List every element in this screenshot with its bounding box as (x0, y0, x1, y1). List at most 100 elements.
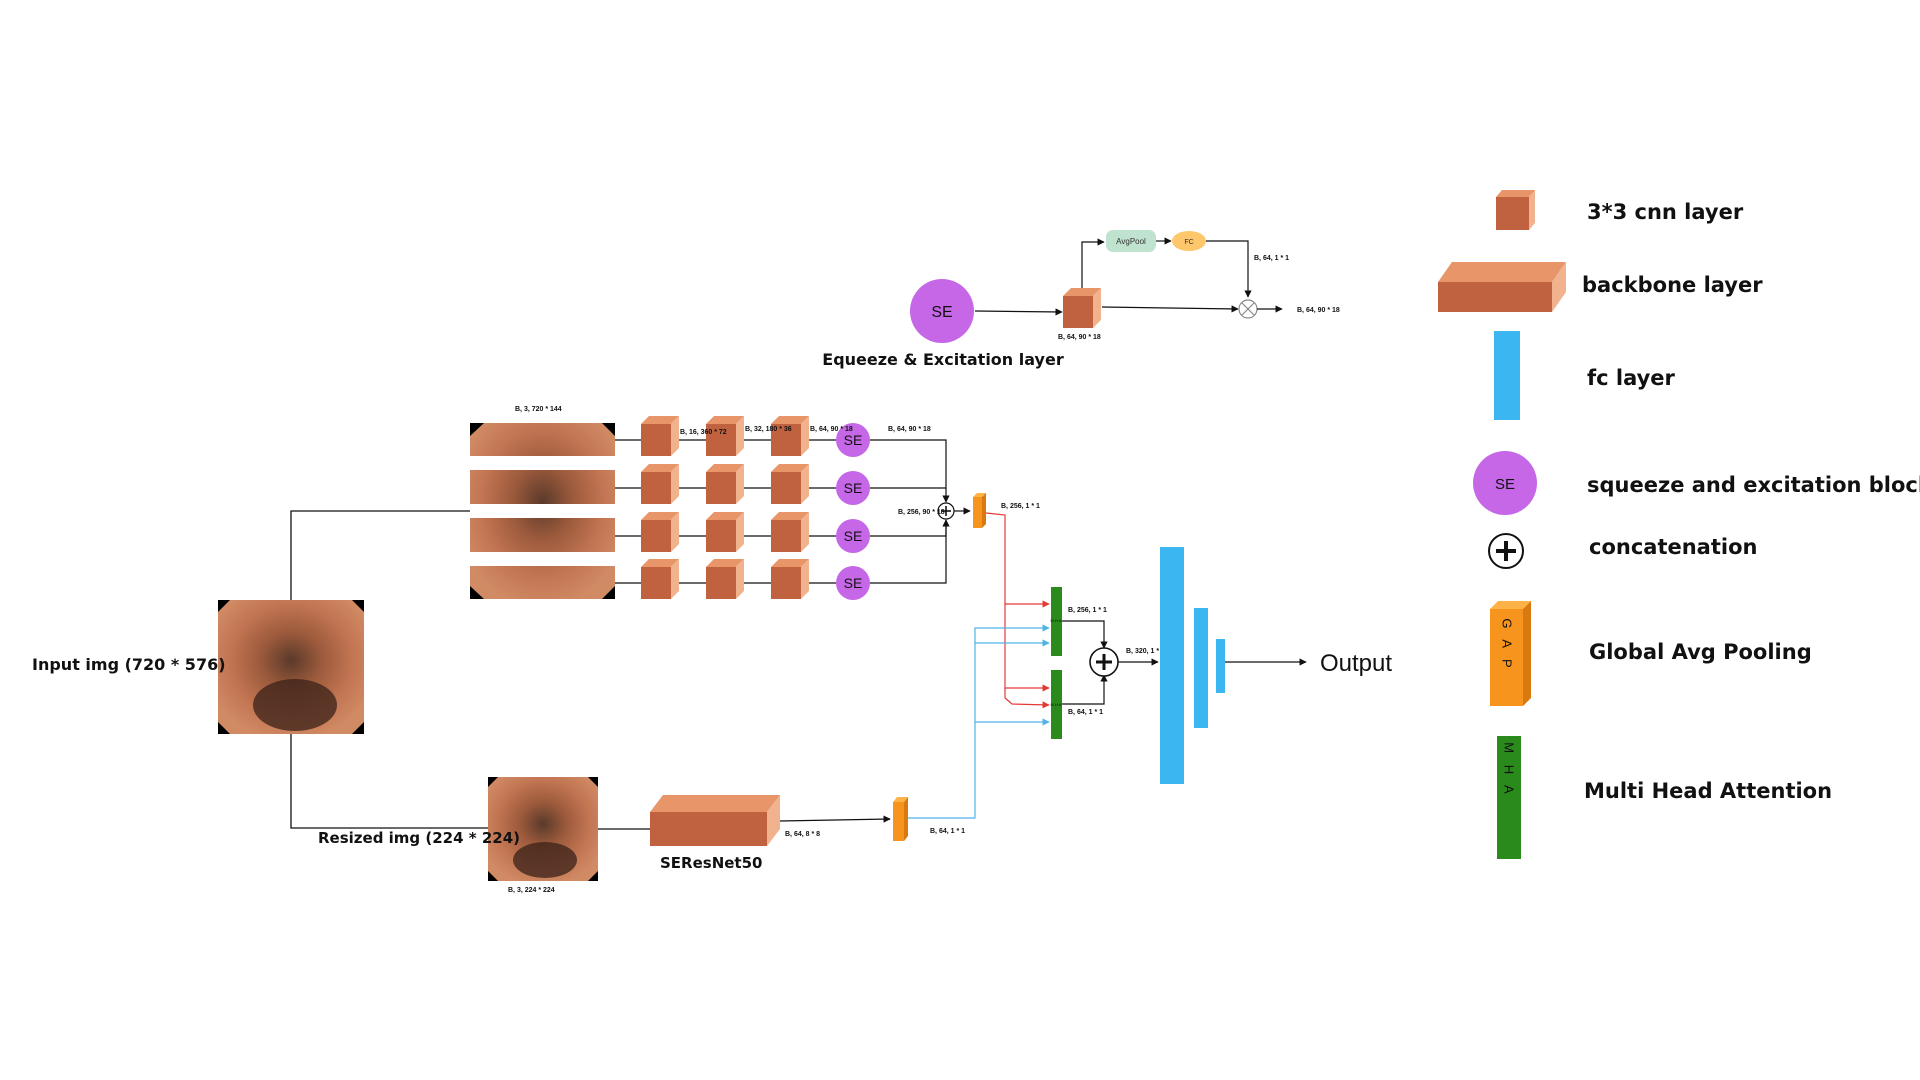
cnn-cube (771, 416, 809, 456)
avgpool-box (1106, 230, 1156, 252)
legend-cnn-icon (1496, 190, 1535, 230)
mha-block-2 (1051, 670, 1062, 739)
strip-shape: B, 3, 720 * 144 (515, 406, 562, 413)
legend-se-icon-label: SE (1495, 476, 1515, 493)
legend-gap-icon (1490, 601, 1531, 706)
legend-fc-icon (1494, 331, 1520, 420)
se-detail-arrow-1 (974, 308, 1063, 316)
top-concat-icon (937, 502, 955, 520)
backbone-shape: B, 64, 8 * 8 (785, 831, 820, 838)
se-circle (836, 519, 870, 553)
cnn-cube (706, 559, 744, 599)
cnn-row: SE (615, 416, 870, 457)
legend-fc-label: fc layer (1587, 366, 1676, 390)
backbone-block (650, 795, 780, 846)
resized-shape: B, 3, 224 * 224 (508, 887, 555, 894)
se-circle-label: SE (844, 480, 863, 496)
se-circle (836, 566, 870, 600)
fc-layer-2 (1194, 608, 1208, 728)
cnn-cube (706, 464, 744, 504)
conv1-shape: B, 16, 360 * 72 (680, 429, 727, 436)
bottom-gap-block (893, 797, 908, 841)
cnn-rows: SE SE SE SE (615, 416, 870, 600)
multiply-icon (1238, 299, 1258, 319)
mha-1-label: M H A (1051, 618, 1062, 623)
blue-line-1 (908, 624, 1050, 819)
se-detail-caption: Equeeze & Excitation layer (822, 350, 1064, 369)
se-detail-conv-cube (1063, 288, 1101, 328)
cnn-cube (771, 464, 809, 504)
legend-se-icon (1473, 451, 1537, 515)
fc-layer-1 (1160, 547, 1184, 784)
cnn-cube (771, 559, 809, 599)
conv2-shape: B, 32, 180 * 36 (745, 426, 792, 433)
legend-mha-label: Multi Head Attention (1584, 779, 1832, 803)
legend-mha-icon (1497, 736, 1521, 859)
fc-small-label: FC (1184, 239, 1193, 246)
top-gap-block (973, 493, 986, 528)
conv3-shape: B, 64, 90 * 18 (810, 426, 853, 433)
cnn-cube (706, 512, 744, 552)
se-detail: SE B, 64, 90 * 18 AvgPool FC B, 64, 1 * … (822, 230, 1340, 369)
mha1-to-concat (1062, 620, 1108, 649)
se-detail-fc-shape: B, 64, 1 * 1 (1254, 255, 1289, 262)
bottom-gap-shape: B, 64, 1 * 1 (930, 828, 965, 835)
fc-ellipse (1172, 231, 1206, 251)
top-gap-shape: B, 256, 1 * 1 (1001, 503, 1040, 510)
se-detail-fc-to-mult (1206, 240, 1252, 298)
se-detail-conv-shape: B, 64, 90 * 18 (1058, 334, 1101, 341)
se-circle-label: SE (844, 575, 863, 591)
input-to-resized-line (290, 734, 488, 829)
legend-se-label: squeeze and excitation block (1587, 473, 1920, 497)
red-line-3 (1004, 688, 1050, 709)
legend-gap-icon-label: G A P (1500, 618, 1515, 671)
fusion-concat-icon (1089, 647, 1119, 677)
cnn-cube (641, 464, 679, 504)
red-line-1 (985, 512, 1050, 608)
input-label: Input img (720 * 576) (32, 655, 226, 674)
cnn-cube (641, 416, 679, 456)
legend-gap-label: Global Avg Pooling (1589, 640, 1812, 664)
resized-label: Resized img (224 * 224) (318, 829, 520, 847)
merge-line-1 (870, 439, 950, 503)
mha-1-shape: B, 256, 1 * 1 (1068, 607, 1107, 614)
legend-mha-icon-label: M H A (1502, 742, 1517, 797)
cnn-row: SE (615, 464, 870, 505)
legend-backbone-icon (1438, 262, 1566, 312)
legend-concat-label: concatenation (1589, 535, 1757, 559)
se-circle-label: SE (844, 528, 863, 544)
cnn-cube (641, 559, 679, 599)
se-circle-label: SE (844, 432, 863, 448)
se-circle (836, 471, 870, 505)
input-image (218, 600, 364, 734)
cnn-row: SE (615, 512, 870, 553)
se-detail-se-label: SE (931, 304, 952, 321)
avgpool-label: AvgPool (1116, 237, 1146, 246)
legend: 3*3 cnn layer backbone layer fc layer SE… (1438, 190, 1920, 859)
mha2-to-concat (1062, 674, 1108, 705)
cnn-row: SE (615, 559, 870, 600)
merge-line-4 (870, 520, 947, 584)
resized-image (488, 777, 598, 881)
legend-cnn-label: 3*3 cnn layer (1587, 200, 1744, 224)
cnn-cube (771, 512, 809, 552)
backbone-label: SEResNet50 (660, 854, 762, 872)
mha-block-1 (1051, 587, 1062, 656)
se-detail-branch-up (1081, 238, 1105, 288)
se-detail-out-shape: B, 64, 90 * 18 (1297, 307, 1340, 314)
backbone-to-gap-arrow (779, 815, 891, 823)
red-line-2 (1004, 604, 1050, 692)
top-concat-shape: B, 256, 90 * 18 (898, 509, 945, 516)
se-detail-main-line (1101, 305, 1239, 313)
merge-line-3 (870, 519, 950, 537)
input-to-strips-line (290, 510, 470, 600)
se-out-shape: B, 64, 90 * 18 (888, 426, 931, 433)
se-circle (836, 423, 870, 457)
cnn-cube (641, 512, 679, 552)
output-label: Output (1320, 650, 1392, 677)
legend-concat-icon (1488, 533, 1524, 569)
cnn-cube (706, 416, 744, 456)
legend-backbone-label: backbone layer (1582, 273, 1763, 297)
mha-2-shape: B, 64, 1 * 1 (1068, 709, 1103, 716)
